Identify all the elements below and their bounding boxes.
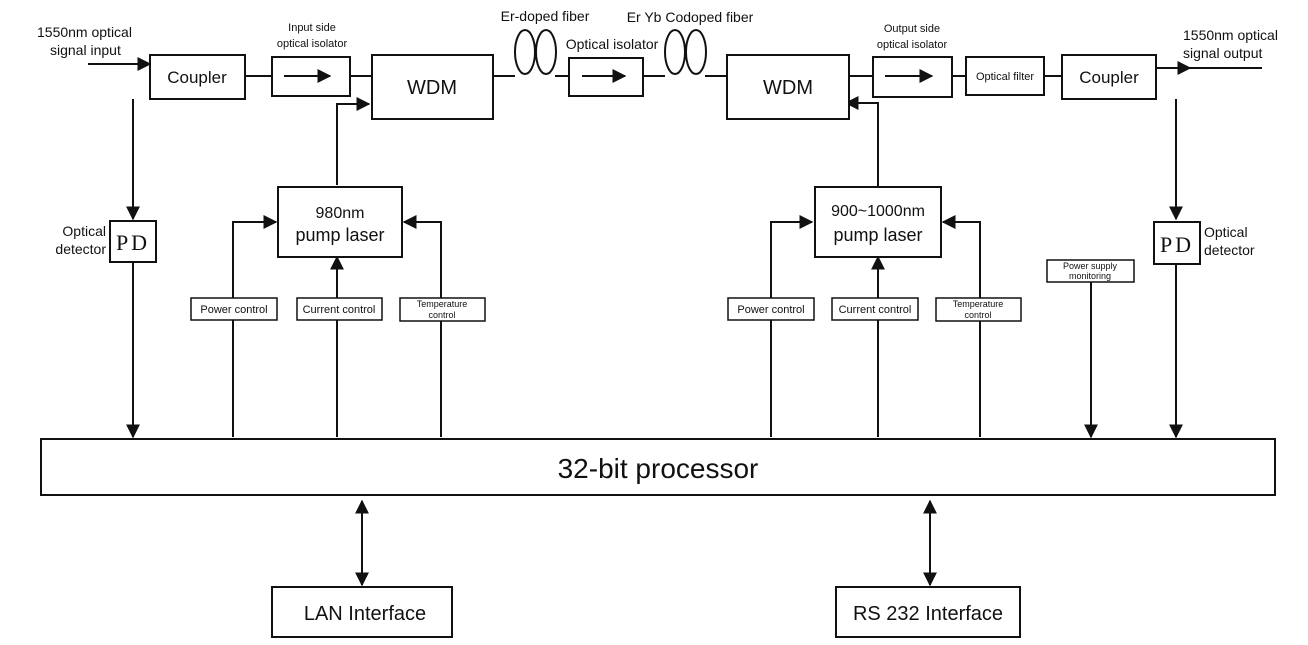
input-optical-isolator	[271, 56, 351, 97]
pd-right-label: PD	[1160, 232, 1194, 257]
detector-left-label-line2: detector	[55, 241, 106, 257]
output-optical-isolator	[872, 56, 953, 98]
detector-left-label-line1: Optical	[62, 223, 106, 239]
temperature-control-right-line1: Temperature	[953, 299, 1004, 309]
er-yb-fiber-label: Er Yb Codoped fiber	[627, 9, 754, 25]
current-control-left-label: Current control	[303, 304, 376, 316]
coupler-input: Coupler	[149, 54, 246, 100]
er-doped-fiber-label: Er-doped fiber	[501, 8, 590, 24]
pump-laser-left-line2: pump laser	[295, 225, 384, 245]
detector-right-label-line1: Optical	[1204, 224, 1248, 240]
input-isolator-label-line1: Input side	[288, 22, 336, 34]
input-isolator-label-line2: optical isolator	[277, 38, 348, 50]
output-isolator-label-line2: optical isolator	[877, 39, 948, 51]
wdm-left: WDM	[371, 54, 494, 120]
processor: 32-bit processor	[40, 438, 1276, 496]
temperature-control-right: Temperature control	[935, 297, 1022, 322]
wdm-left-label: WDM	[407, 77, 457, 99]
pump-laser-right-line2: pump laser	[833, 225, 922, 245]
current-control-left: Current control	[296, 297, 383, 321]
pump-laser-left: 980nm pump laser	[277, 186, 403, 258]
processor-label: 32-bit processor	[558, 453, 759, 484]
rs232-interface: RS 232 Interface	[835, 586, 1021, 638]
power-supply-monitoring-line1: Power supply	[1063, 261, 1118, 271]
wdm-right-label: WDM	[763, 77, 813, 99]
current-control-right-label: Current control	[839, 304, 912, 316]
pump-laser-right: 900~1000nm pump laser	[814, 186, 942, 258]
control-wires	[126, 96, 1183, 587]
coupler-input-label: Coupler	[167, 68, 227, 87]
rs232-interface-label: RS 232 Interface	[853, 603, 1003, 625]
lan-interface: LAN Interface	[271, 586, 453, 638]
power-control-right-label: Power control	[737, 304, 804, 316]
power-control-left-label: Power control	[200, 304, 267, 316]
signal-input-label-line1: 1550nm optical	[37, 24, 132, 40]
pd-left-label: PD	[116, 230, 150, 255]
optical-path	[88, 57, 1262, 77]
optical-filter: Optical filter	[965, 56, 1045, 96]
er-doped-fiber-coil	[514, 29, 557, 75]
temperature-control-left-line2: control	[428, 310, 455, 320]
pump-laser-right-line1: 900~1000nm	[831, 203, 925, 220]
output-isolator-label-line1: Output side	[884, 23, 940, 35]
power-supply-monitoring-line2: monitoring	[1069, 271, 1111, 281]
signal-input-label-line2: signal input	[50, 42, 121, 58]
photodetector-right: PD Optical detector	[1153, 221, 1255, 265]
signal-output-label-line1: 1550nm optical	[1183, 27, 1278, 43]
wdm-right: WDM	[726, 54, 850, 120]
temperature-control-left-line1: Temperature	[417, 299, 468, 309]
optical-filter-label: Optical filter	[976, 71, 1034, 83]
photodetector-left: PD Optical detector	[55, 220, 157, 263]
mid-isolator-label: Optical isolator	[566, 36, 659, 52]
current-control-right: Current control	[831, 297, 919, 321]
temperature-control-left: Temperature control	[399, 297, 486, 322]
power-supply-monitoring: Power supply monitoring	[1046, 259, 1135, 283]
temperature-control-right-line2: control	[964, 310, 991, 320]
signal-output-label-line2: signal output	[1183, 45, 1263, 61]
er-yb-fiber-coil	[664, 29, 707, 75]
coupler-output-label: Coupler	[1079, 68, 1139, 87]
power-control-right: Power control	[727, 297, 815, 321]
detector-right-label-line2: detector	[1204, 242, 1255, 258]
coupler-output: Coupler	[1061, 54, 1157, 100]
power-control-left: Power control	[190, 297, 278, 321]
pump-laser-left-line1: 980nm	[316, 205, 365, 222]
mid-optical-isolator	[568, 57, 644, 97]
lan-interface-label: LAN Interface	[304, 603, 426, 625]
